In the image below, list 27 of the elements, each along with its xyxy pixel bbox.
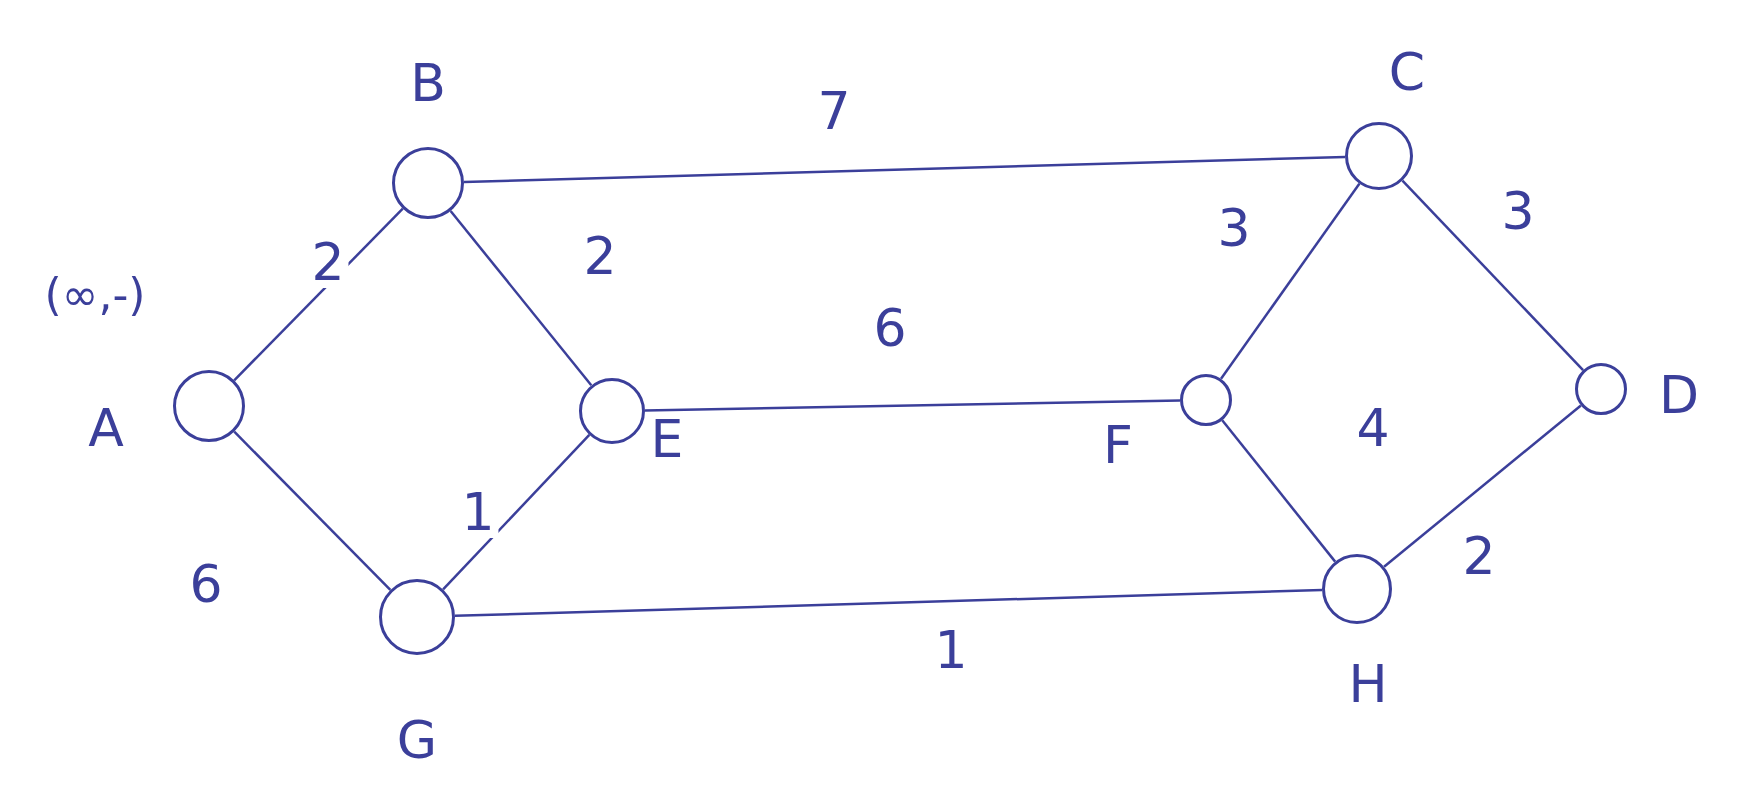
graph-edge bbox=[454, 588, 1323, 618]
vertex-label: F bbox=[1103, 419, 1133, 471]
graph-edge bbox=[1401, 179, 1584, 372]
graph-vertex bbox=[173, 370, 245, 442]
vertex-label: C bbox=[1388, 46, 1426, 98]
distance-label: (∞,-) bbox=[44, 273, 146, 317]
graph-edge bbox=[1220, 183, 1361, 380]
vertex-label: G bbox=[396, 714, 438, 766]
vertex-label: E bbox=[650, 413, 684, 465]
vertex-label: A bbox=[88, 402, 124, 454]
graph-vertex bbox=[1322, 554, 1392, 624]
graph-edge bbox=[1221, 419, 1337, 563]
vertex-label: B bbox=[410, 57, 446, 109]
vertex-label: H bbox=[1348, 658, 1388, 710]
graph-vertex bbox=[579, 378, 645, 444]
graph-vertex bbox=[379, 579, 455, 655]
graph-vertex bbox=[1345, 122, 1413, 190]
graph-vertex bbox=[392, 147, 464, 219]
graph-edge bbox=[449, 210, 593, 387]
graph-edge bbox=[233, 430, 392, 591]
graph-edge bbox=[442, 434, 591, 591]
graph-vertex bbox=[1575, 363, 1627, 415]
vertex-label: D bbox=[1659, 369, 1699, 421]
graph-vertex bbox=[1180, 374, 1232, 426]
graph-edge bbox=[463, 155, 1346, 184]
graph-edge bbox=[644, 399, 1181, 412]
graph-edge bbox=[1383, 404, 1582, 568]
